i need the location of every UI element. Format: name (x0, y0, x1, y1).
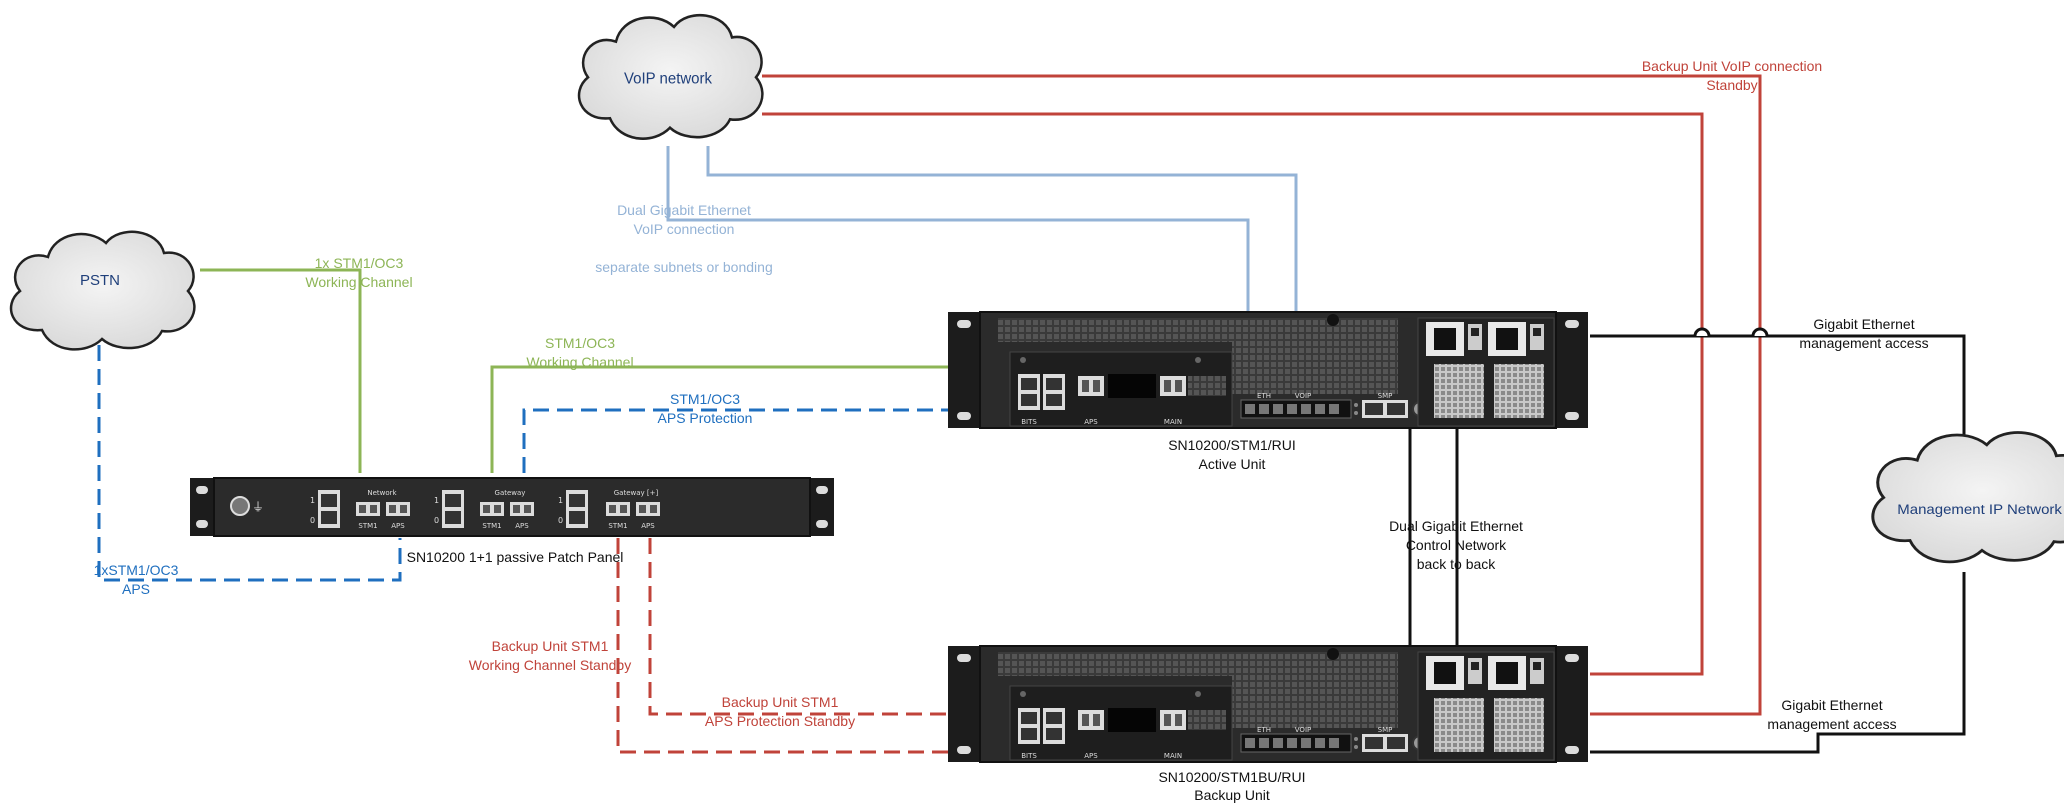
backup-voip-label: VOIP (1295, 726, 1311, 734)
active-aps-label: APS (1084, 418, 1098, 426)
mgmt-active-label-2: management access (1799, 335, 1928, 351)
dual-voip-label-2: VoIP connection (634, 221, 735, 237)
backup-voip-label-2: Standby (1706, 77, 1757, 93)
voip-line-2 (706, 146, 1298, 312)
backup-eth-label: ETH (1257, 726, 1271, 734)
active-unit-role: Active Unit (1199, 456, 1266, 472)
backup-stm1-working-line (616, 538, 948, 754)
mgmt-backup-label-1: Gigabit Ethernet (1781, 697, 1882, 713)
backup-smp-label: SMP (1378, 726, 1393, 734)
active-bits-label: BITS (1021, 418, 1037, 426)
active-voip-label: VOIP (1295, 392, 1311, 400)
panel-group-gateway-plus: Gateway [+] (614, 489, 659, 497)
gw-working-label-1: STM1/OC3 (545, 335, 615, 351)
backup-stm1-working-label-1: Backup Unit STM1 (492, 638, 609, 654)
mgmt-cloud: Management IP Network (1871, 430, 2064, 564)
gw-aps-label-1: STM1/OC3 (670, 391, 740, 407)
pstn-cloud: PSTN (9, 230, 196, 351)
voip-cloud-label: VoIP network (624, 70, 712, 87)
backup-stm1-aps-line (648, 538, 948, 716)
pstn-aps-label-2: APS (122, 581, 150, 597)
backup-voip-line-2 (762, 112, 1704, 676)
mgmt-active-label-1: Gigabit Ethernet (1813, 316, 1914, 332)
active-main-label: MAIN (1164, 418, 1182, 426)
panel-row-1: 1 (310, 496, 315, 505)
mgmt-cloud-label: Management IP Network (1897, 503, 2062, 518)
mgmt-backup-label-2: management access (1767, 716, 1896, 732)
active-unit-name: SN10200/STM1/RUI (1168, 437, 1296, 453)
active-smp-label: SMP (1378, 392, 1393, 400)
dual-voip-label-1: Dual Gigabit Ethernet (617, 202, 751, 218)
panel-row-0b: 0 (434, 516, 439, 525)
control-label-3: back to back (1417, 556, 1497, 572)
panel-row-0c: 0 (558, 516, 563, 525)
backup-main-label: MAIN (1164, 752, 1182, 760)
backup-voip-label-1: Backup Unit VoIP connection (1642, 58, 1822, 74)
panel-group-gateway: Gateway (495, 489, 526, 497)
panel-aps-2: APS (515, 522, 529, 530)
panel-aps-3: APS (641, 522, 655, 530)
patch-panel-caption: SN10200 1+1 passive Patch Panel (407, 549, 624, 565)
panel-row-1c: 1 (558, 496, 563, 505)
pstn-aps-label-1: 1xSTM1/OC3 (94, 562, 179, 578)
patch-panel: 1 0 Network STM1 APS 1 0 Gateway STM1 AP… (189, 477, 835, 537)
voip-line-1 (666, 146, 1250, 312)
panel-aps-1: APS (391, 522, 405, 530)
panel-row-0: 0 (310, 516, 315, 525)
pstn-label: PSTN (80, 272, 120, 289)
panel-stm1-2: STM1 (482, 522, 501, 530)
pstn-working-label-2: Working Channel (305, 274, 412, 290)
active-eth-label: ETH (1257, 392, 1271, 400)
subnets-label: separate subnets or bonding (595, 259, 772, 275)
backup-stm1-working-label-2: Working Channel Standby (469, 657, 631, 673)
gw-working-line (490, 365, 948, 473)
control-label-2: Control Network (1406, 537, 1507, 553)
backup-aps-label: APS (1084, 752, 1098, 760)
backup-bits-label: BITS (1021, 752, 1037, 760)
backup-stm1-aps-label-1: Backup Unit STM1 (722, 694, 839, 710)
voip-cloud: VoIP network (577, 13, 764, 140)
backup-unit: BITS APS MAIN ETH VOIP SMP (947, 645, 1589, 763)
gw-aps-line (522, 408, 948, 473)
mgmt-backup-line (1590, 572, 1966, 754)
backup-unit-name: SN10200/STM1BU/RUI (1158, 769, 1305, 785)
pstn-aps-line (97, 345, 402, 582)
backup-unit-role: Backup Unit (1194, 787, 1270, 803)
backup-voip-line-1 (762, 74, 1762, 716)
pstn-working-line (200, 268, 362, 473)
active-unit: BITS APS MAIN ETH VOIP SMP (947, 311, 1589, 429)
control-label-1: Dual Gigabit Ethernet (1389, 518, 1523, 534)
panel-stm1-1: STM1 (358, 522, 377, 530)
mgmt-active-line (1590, 334, 1966, 470)
panel-stm1-3: STM1 (608, 522, 627, 530)
gw-aps-label-2: APS Protection (658, 410, 753, 426)
backup-stm1-aps-label-2: APS Protection Standby (705, 713, 855, 729)
panel-row-1b: 1 (434, 496, 439, 505)
pstn-working-label-1: 1x STM1/OC3 (315, 255, 404, 271)
gw-working-label-2: Working Channel (526, 354, 633, 370)
panel-group-network: Network (367, 489, 397, 497)
